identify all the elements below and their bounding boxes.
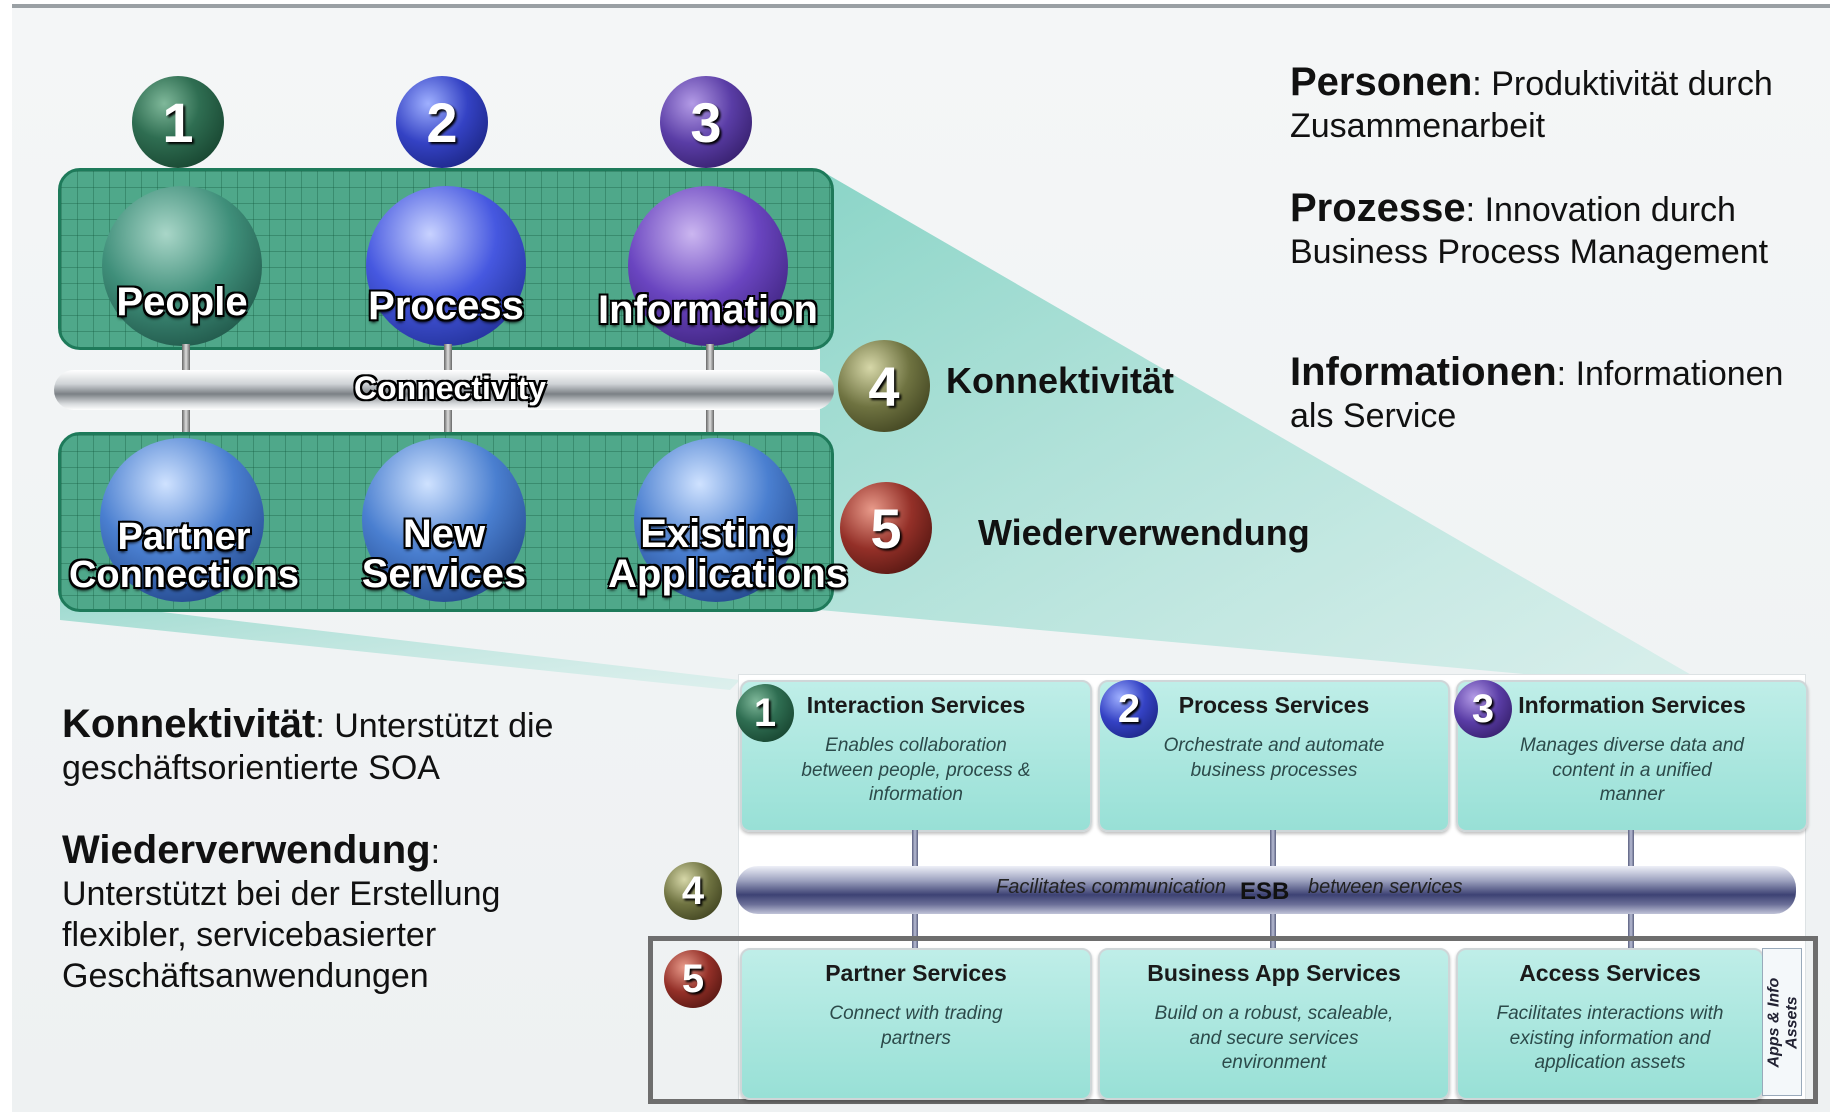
connector	[706, 410, 714, 436]
process-services-title: Process Services	[1178, 692, 1370, 718]
partner-label-line2: Connections	[68, 554, 300, 596]
new-services-sphere	[362, 438, 526, 602]
partner-services-desc: Connect with trading partners	[829, 1003, 1003, 1049]
reuse-highlight-frame	[648, 936, 1818, 1104]
people-sphere	[102, 186, 262, 346]
esb-connector	[1270, 830, 1276, 870]
connector	[182, 410, 190, 436]
soa-number-2: 2	[1100, 680, 1158, 738]
soa-number-5: 5	[664, 950, 722, 1008]
personen-text: Personen: Produktivität durch Zusammenar…	[1290, 58, 1830, 147]
prozesse-title: Prozesse	[1290, 186, 1466, 230]
personen-title: Personen	[1290, 60, 1473, 104]
esb-left-text: Facilitates communication	[996, 876, 1227, 898]
connector	[444, 410, 452, 436]
connector	[182, 344, 190, 372]
soa-number-1: 1	[736, 684, 794, 742]
number-4-ball: 4	[838, 340, 930, 432]
interaction-services-desc: Enables collaboration between people, pr…	[801, 735, 1031, 806]
interaction-services-title: Interaction Services	[806, 692, 1026, 718]
esb-bar	[736, 866, 1796, 914]
number-5-ball: 5	[840, 482, 932, 574]
wiederverwendung-title: Wiederverwendung	[62, 828, 431, 872]
access-services-box: Access Services Facilitates interactions…	[1456, 948, 1764, 1100]
soa-number-4: 4	[664, 862, 722, 920]
informationen-title: Informationen	[1290, 350, 1557, 394]
informationen-text: Informationen: Informationen als Service	[1290, 348, 1830, 437]
connector	[444, 344, 452, 372]
process-services-desc: Orchestrate and automate business proces…	[1163, 735, 1385, 781]
information-services-box: Information Services Manages diverse dat…	[1456, 680, 1808, 832]
esb-connector	[912, 914, 918, 948]
partner-connections-label: Partner Connections	[64, 518, 304, 594]
apps-info-assets-tab: Apps & Info Assets	[1762, 948, 1802, 1096]
partner-connections-sphere	[100, 438, 264, 602]
konnektivitaet-desc: : Unterstützt die geschäftsorientierte S…	[62, 707, 554, 787]
existing-label-line1: Existing	[640, 512, 796, 556]
konnektivitaet-title: Konnektivität	[62, 702, 316, 746]
existing-applications-label: Existing Applications	[608, 512, 849, 596]
esb-connector	[1628, 830, 1634, 870]
information-services-desc: Manages diverse data and content in a un…	[1520, 735, 1744, 806]
process-sphere	[366, 186, 526, 346]
number-4: 4	[868, 354, 900, 418]
connectivity-label: Connectivity	[354, 370, 547, 406]
number-2-ball: 2	[396, 76, 488, 168]
connector	[706, 344, 714, 372]
number-3-ball: 3	[660, 76, 752, 168]
partner-services-title: Partner Services	[825, 960, 1007, 986]
number-5: 5	[870, 496, 902, 560]
number-1-ball: 1	[132, 76, 224, 168]
apps-info-assets-label: Apps & Info Assets	[1765, 977, 1800, 1068]
people-label: People	[116, 280, 248, 324]
process-services-box: Process Services Orchestrate and automat…	[1098, 680, 1450, 832]
access-services-desc: Facilitates interactions with existing i…	[1496, 1003, 1724, 1074]
personen-desc: : Produktivität durch Zusammenarbeit	[1290, 65, 1773, 145]
number-2: 2	[426, 90, 458, 154]
business-app-services-desc: Build on a robust, scaleable, and secure…	[1154, 1003, 1394, 1074]
esb-right-text: between services	[1308, 876, 1463, 898]
new-services-label: New Services	[346, 514, 542, 594]
number-3: 3	[690, 90, 722, 154]
new-label-line1: New	[402, 512, 486, 556]
access-services-title: Access Services	[1519, 960, 1701, 986]
connectivity-bar	[54, 370, 834, 410]
partner-services-box: Partner Services Connect with trading pa…	[740, 948, 1092, 1100]
existing-label-line2: Applications	[608, 552, 849, 596]
wiederverwendung-text: Wiederverwendung: Unterstützt bei der Er…	[62, 826, 582, 996]
wiederverwendung-label: Wiederverwendung	[978, 512, 1310, 553]
informationen-desc: : Informationen als Service	[1290, 355, 1784, 435]
new-label-line2: Services	[361, 552, 527, 596]
esb-center-text: ESB	[1240, 878, 1290, 905]
konnektivitaet-text: Konnektivität: Unterstützt die geschäfts…	[62, 700, 582, 789]
business-app-services-title: Business App Services	[1147, 960, 1401, 986]
soa-number-3: 3	[1454, 680, 1512, 738]
business-app-services-box: Business App Services Build on a robust,…	[1098, 948, 1450, 1100]
interaction-services-box: Interaction Services Enables collaborati…	[740, 680, 1092, 832]
wiederverwendung-desc: : Unterstützt bei der Erstellung flexibl…	[62, 833, 501, 995]
existing-applications-sphere	[634, 438, 798, 602]
esb-connector	[912, 830, 918, 870]
information-sphere	[628, 186, 788, 346]
konnektivitaet-label: Konnektivität	[946, 360, 1175, 401]
prozesse-desc: : Innovation durch Business Process Mana…	[1290, 191, 1769, 271]
information-label: Information	[598, 288, 818, 332]
number-1: 1	[162, 90, 194, 154]
process-label: Process	[368, 284, 524, 328]
esb-connector	[1270, 914, 1276, 948]
information-services-title: Information Services	[1518, 692, 1746, 718]
prozesse-text: Prozesse: Innovation durch Business Proc…	[1290, 184, 1830, 273]
esb-connector	[1628, 914, 1634, 948]
partner-label-line1: Partner	[117, 516, 251, 558]
